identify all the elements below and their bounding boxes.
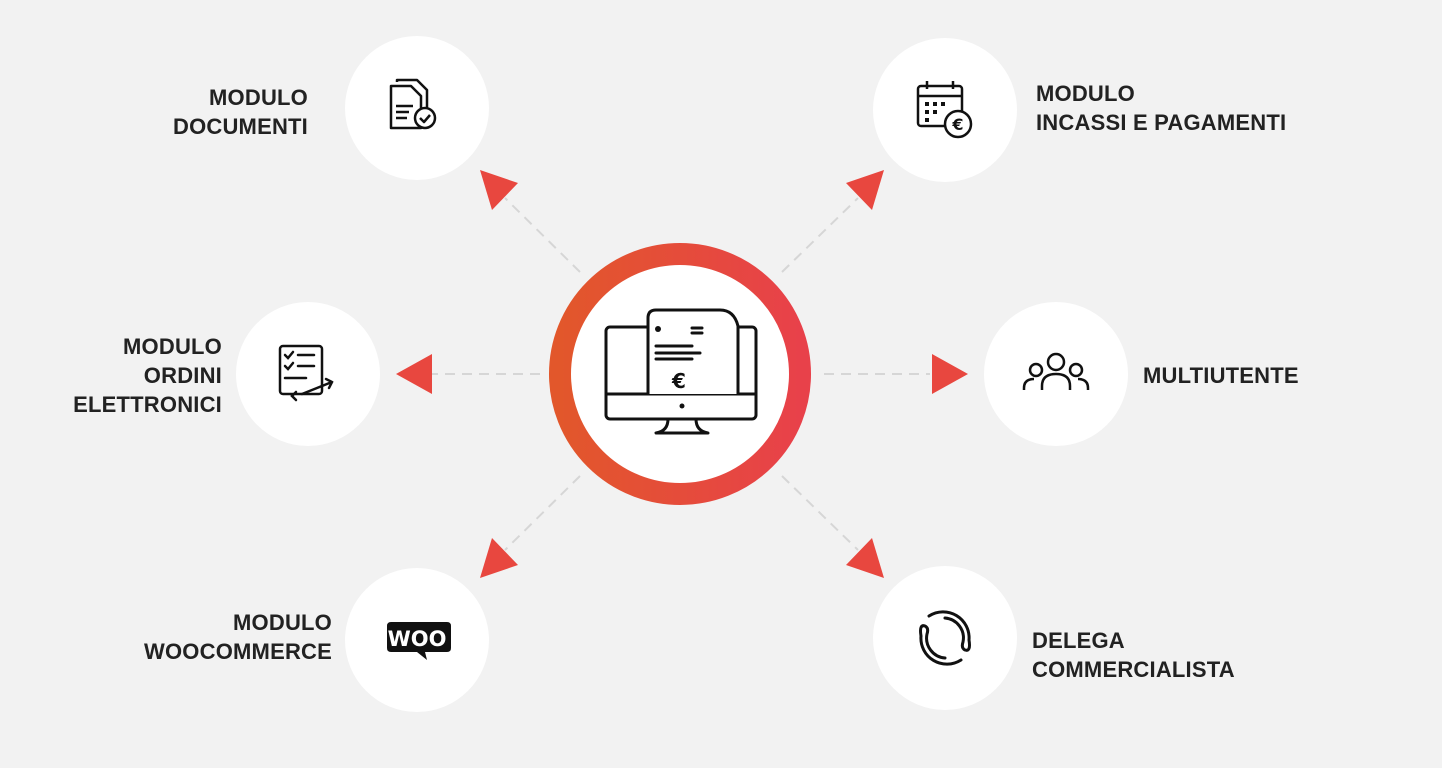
svg-text:WOO: WOO (388, 627, 447, 651)
connector-documenti (504, 197, 581, 273)
euro-symbol: € (671, 369, 686, 393)
circle-ordini[interactable] (236, 302, 380, 446)
circle-delega[interactable] (873, 566, 1017, 710)
users-group-icon (1022, 352, 1090, 390)
arrow-icon (932, 354, 968, 394)
woocommerce-logo-icon: WOO (387, 622, 451, 660)
calendar-euro-icon: € (916, 81, 973, 139)
checklist-exchange-icon (278, 344, 334, 402)
circle-woocommerce[interactable]: WOO (345, 568, 489, 712)
arrow-icon (480, 538, 518, 578)
arrow-icon (396, 354, 432, 394)
circle-incassi[interactable]: € (873, 38, 1017, 182)
arrow-icon (846, 538, 884, 578)
circle-documenti[interactable] (345, 36, 489, 180)
sync-circle-icon (919, 610, 971, 666)
arrow-icon (480, 170, 518, 210)
label-multiutente: MULTIUTENTE (1143, 363, 1299, 388)
document-check-icon (389, 78, 437, 130)
circle-multiutente[interactable] (984, 302, 1128, 446)
connector-woocommerce (504, 475, 581, 551)
connector-delega (781, 475, 859, 551)
svg-text:€: € (951, 115, 963, 134)
connector-incassi (781, 197, 859, 273)
arrow-icon (846, 170, 884, 210)
monitor-invoice-euro-icon (604, 308, 758, 435)
